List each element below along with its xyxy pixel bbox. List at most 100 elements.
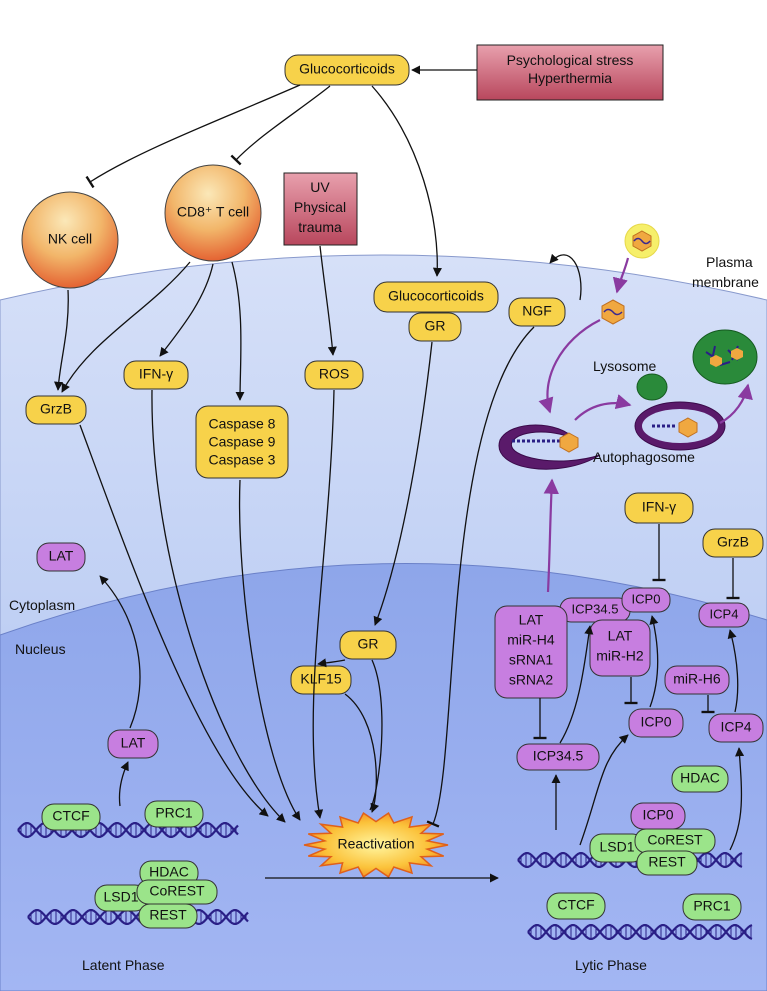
lat-cyto: LAT <box>36 542 86 572</box>
edge-caspase-to-reactivation <box>238 479 301 821</box>
uv-label: UV <box>310 179 330 195</box>
edge-gr-to-nuc-gr <box>373 341 433 626</box>
hdac-right-label: HDAC <box>680 770 720 786</box>
lat-nuc-label: LAT <box>121 735 146 751</box>
edge-cd8-to-ifn <box>159 263 214 357</box>
edge-grzb-to-reactivation <box>79 424 269 817</box>
edge-ngf-loop <box>549 253 582 301</box>
edge-dna-to-icp0 <box>579 734 629 846</box>
klf15: KLF15 <box>290 665 352 695</box>
edge-dna-to-lat <box>118 761 129 807</box>
prc1-left-label: PRC1 <box>155 805 193 821</box>
ctcf-left: CTCF <box>41 803 101 831</box>
edge-gr-to-reactivation <box>369 659 383 811</box>
icp0-complex-label: ICP0 <box>642 807 673 823</box>
lytic-phase-label: Lytic Phase <box>575 957 647 973</box>
connectors <box>54 65 745 883</box>
icp0-top-label: ICP0 <box>632 591 661 606</box>
nucleus-label: Nucleus <box>15 641 66 657</box>
corest-right: CoREST <box>634 828 716 854</box>
icp4-top-label: ICP4 <box>710 606 739 621</box>
autophagy-arrows <box>538 257 753 593</box>
edge-ros-to-reactivation <box>312 389 335 819</box>
autolysosome <box>692 329 758 385</box>
reactivation-burst: Reactivation <box>303 812 449 878</box>
icp345-bottom-label: ICP34.5 <box>533 748 584 764</box>
ifn-right: IFN-γ <box>624 492 694 524</box>
ros: ROS <box>304 360 364 390</box>
cytoplasm-label: Cytoplasm <box>9 597 75 613</box>
lat-mir-line1: LAT <box>519 612 544 628</box>
trauma-label: trauma <box>298 219 342 235</box>
edge-lat-nuc-to-cyto <box>99 575 141 729</box>
lat-nuc: LAT <box>107 729 159 759</box>
lysosome <box>636 373 668 401</box>
edge-ngf-inhibits-reactivation <box>426 326 535 828</box>
ifn-right-label: IFN-γ <box>642 499 676 515</box>
lat-h2-line2: miR-H2 <box>596 648 644 664</box>
lat-mir-line4: sRNA2 <box>509 672 554 688</box>
ngf-label: NGF <box>522 303 552 319</box>
grzb-right: GrzB <box>702 528 764 558</box>
lat-h2-box: LAT miR-H2 <box>589 619 651 677</box>
lat-mir-line3: sRNA1 <box>509 652 554 668</box>
rest-right: REST <box>636 850 698 876</box>
phagophore <box>498 424 601 470</box>
gr-nuc: GR <box>339 630 397 660</box>
icp345-bottom: ICP34.5 <box>516 743 600 771</box>
lsd1-left-label: LSD1 <box>103 889 138 905</box>
edge-icp345-to-top <box>559 625 594 744</box>
grzb-left-label: GrzB <box>40 401 72 417</box>
icp0-mid-label: ICP0 <box>640 714 671 730</box>
physical-label: Physical <box>294 199 346 215</box>
virion-outside <box>624 223 660 259</box>
edge-gluco-inhibits-cd8 <box>230 85 331 166</box>
glucocorticoids-cyto-label: Glucocorticoids <box>388 288 484 304</box>
glucocorticoids-top-label: Glucocorticoids <box>299 61 395 77</box>
corest-right-label: CoREST <box>647 832 703 848</box>
hdac-left-label: HDAC <box>149 864 189 880</box>
edge-klf15-to-reactivation <box>344 693 380 813</box>
ctcf-left-label: CTCF <box>52 808 89 824</box>
rest-right-label: REST <box>648 854 686 870</box>
ros-label: ROS <box>319 366 349 382</box>
lat-cyto-label: LAT <box>49 548 74 564</box>
lat-mir-line2: miR-H4 <box>507 632 555 648</box>
ngf: NGF <box>508 297 566 327</box>
cd8-cell-label: CD8⁺ T cell <box>177 204 249 220</box>
nk-cell-label: NK cell <box>48 231 92 247</box>
icp4-mid: ICP4 <box>708 713 764 743</box>
virion-inside <box>601 299 625 325</box>
edge-gluco-inhibits-nk <box>85 84 301 189</box>
grzb-right-label: GrzB <box>717 534 749 550</box>
edge-ifn-to-reactivation <box>151 389 286 823</box>
plasma-label: Plasma <box>706 254 753 270</box>
ifn-left: IFN-γ <box>123 360 189 390</box>
icp0-top: ICP0 <box>621 587 671 613</box>
icp0-complex: ICP0 <box>630 802 686 830</box>
ctcf-right-label: CTCF <box>557 897 594 913</box>
icp4-top: ICP4 <box>698 602 750 628</box>
lat-h2-line1: LAT <box>608 628 633 644</box>
mir-h6-label: miR-H6 <box>673 671 721 687</box>
lat-mir-box: LAT miR-H4 sRNA1 sRNA2 <box>494 605 568 699</box>
ctcf-right: CTCF <box>546 892 606 920</box>
caspase-8-label: Caspase 8 <box>209 416 276 432</box>
hdac-right: HDAC <box>671 765 729 793</box>
psych-stress-box: Psychological stress Hyperthermia <box>476 44 664 101</box>
edge-uv-to-ros <box>319 245 337 356</box>
rest-left: REST <box>138 903 198 929</box>
lsd1-left: LSD1 <box>94 884 148 912</box>
corest-left-label: CoREST <box>149 883 205 899</box>
autophagosome <box>634 401 726 451</box>
hyperthermia-label: Hyperthermia <box>528 70 612 86</box>
mir-h6: miR-H6 <box>664 665 730 695</box>
icp0-mid: ICP0 <box>628 708 684 738</box>
dna-right-bottom <box>527 924 753 940</box>
gr-cyto-label: GR <box>425 318 446 334</box>
prc1-right: PRC1 <box>682 893 742 921</box>
caspase-3-label: Caspase 3 <box>209 452 276 468</box>
ifn-left-label: IFN-γ <box>139 366 173 382</box>
lsd1-right-label: LSD1 <box>599 839 634 855</box>
